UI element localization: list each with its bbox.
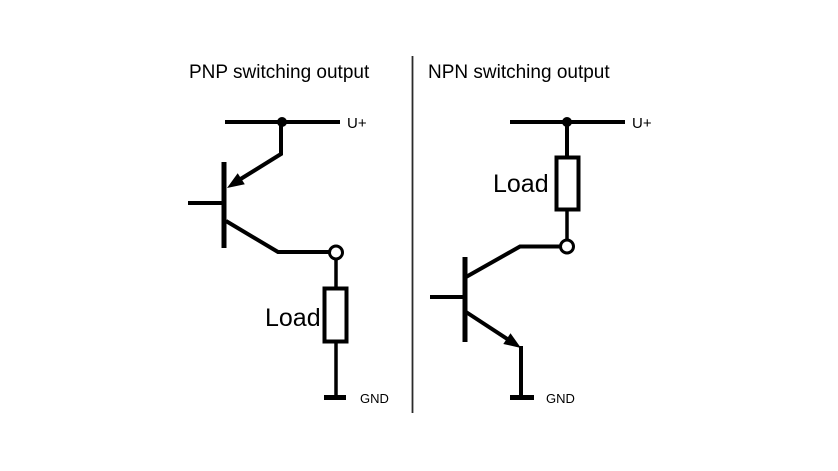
npn-circuit: NPN switching output U+ Load GND [428, 62, 652, 406]
npn-collector-wire [465, 244, 561, 279]
pnp-output-terminal [328, 244, 344, 261]
pnp-rail-label: U+ [347, 115, 367, 132]
npn-emitter-arrow-icon [503, 333, 521, 348]
pnp-ground-label: GND [360, 391, 389, 406]
pnp-load-label: Load [265, 304, 321, 332]
pnp-circuit: PNP switching output U+ Load GND [188, 62, 389, 406]
npn-load-resistor [554, 155, 581, 212]
npn-output-terminal [559, 238, 575, 255]
npn-ground-label: GND [546, 391, 575, 406]
npn-rail-label: U+ [632, 115, 652, 132]
pnp-emitter-arrow-icon [227, 173, 245, 188]
npn-load-label: Load [493, 170, 549, 198]
pnp-title: PNP switching output [189, 62, 370, 83]
pnp-load-resistor [322, 286, 349, 344]
npn-emitter-wire [464, 310, 510, 342]
pnp-emitter-wire [237, 122, 283, 182]
pnp-collector-wire [224, 219, 331, 254]
npn-title: NPN switching output [428, 62, 610, 83]
